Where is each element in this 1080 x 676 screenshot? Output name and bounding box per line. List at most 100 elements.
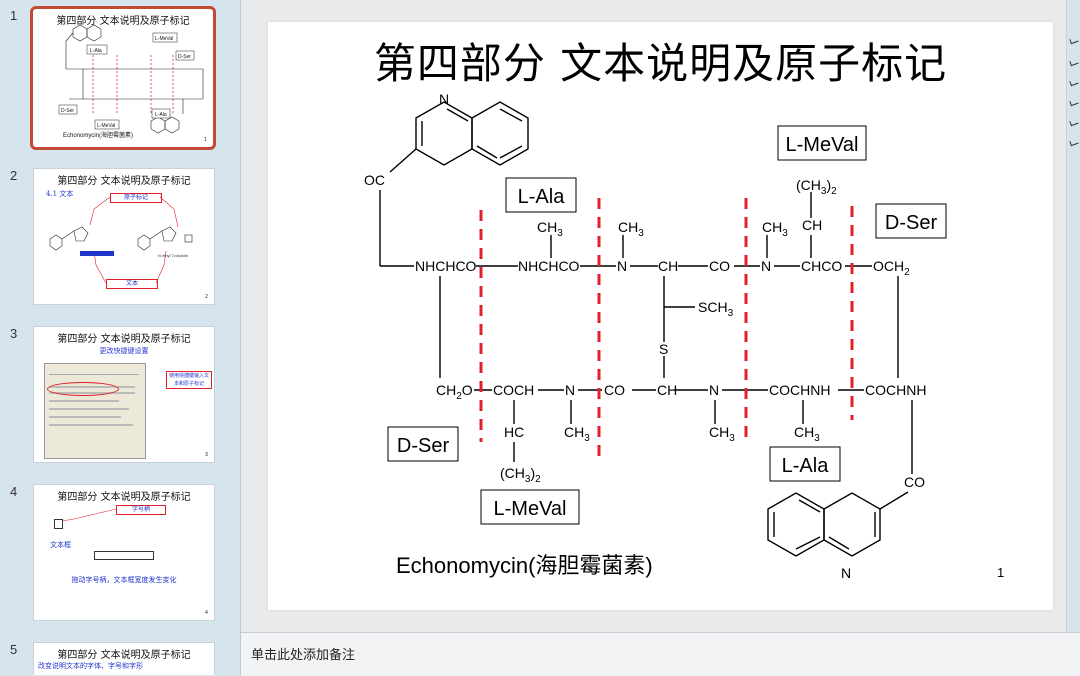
thumbnail-number: 4 [10, 484, 18, 499]
atom-s: S [659, 341, 668, 357]
slide-thumbnail-5[interactable]: 第四部分 文本说明及原子标记 改变说明文本的字体、字号和字形 [33, 642, 215, 675]
slide-thumbnail-3[interactable]: 第四部分 文本说明及原子标记 更改快捷键设置 使用快捷键输入文本和原子标记 3 [33, 326, 215, 463]
slide-canvas[interactable]: 第四部分 文本说明及原子标记 [268, 22, 1053, 610]
thumbnail-page-number: 4 [204, 610, 208, 616]
slide-thumbnail-4[interactable]: 第四部分 文本说明及原子标记 字号柄 文本框 拖动字号柄，文本框宽度发生变化 4 [33, 484, 215, 621]
atom-n-3: N [565, 382, 575, 398]
thumbnail-title: 第四部分 文本说明及原子标记 [57, 334, 191, 345]
thumb-label-l-ala-bottom: L-Ala [155, 112, 167, 118]
atom-ch3-2-top: (CH3)2 [796, 177, 837, 197]
thumbnail-lines [61, 508, 117, 522]
atom-hc: HC [504, 424, 524, 440]
label-l-ala-bottom: L-Ala [782, 455, 830, 477]
thumbnail-subtitle: 改变说明文本的字体、字号和字形 [38, 662, 143, 670]
quinoline-bottom-ring-a [767, 492, 825, 557]
slide-page-number: 1 [997, 565, 1004, 580]
atom-och2: OCH2 [873, 258, 910, 278]
slide-editor[interactable]: 第四部分 文本说明及原子标记 [241, 0, 1080, 632]
thumbnail-textbox-label: 文本框 [50, 541, 71, 549]
slide-title[interactable]: 第四部分 文本说明及原子标记 [373, 39, 948, 88]
thumbnail-textbox-wide [94, 551, 154, 560]
label-box-d-ser-bottom[interactable] [387, 426, 459, 462]
atom-labels: N OC NHCHCO NHCHCO N CH CO N CHCO OCH2 C… [364, 91, 926, 581]
thumbnail-title: 第四部分 文本说明及原子标记 [57, 492, 191, 503]
scroll-mark-icon [1069, 138, 1079, 147]
thumbnail-number: 3 [10, 326, 18, 341]
scroll-mark-icon [1069, 78, 1079, 87]
label-d-ser-top: D-Ser [885, 212, 938, 234]
thumbnail-title: 第四部分 文本说明及原子标记 [57, 176, 191, 187]
thumbnail-font-label: 字号柄 [116, 505, 166, 515]
atom-coch: COCH [493, 382, 534, 398]
thumbnail-title: 第四部分 文本说明及原子标记 [56, 16, 190, 27]
label-l-meval-top: L-MeVal [786, 134, 859, 156]
thumbnail-dialog [44, 363, 146, 459]
slide-thumbnail-panel: 1 第四部分 文本说明及原子标记 [0, 0, 241, 675]
scroll-mark-icon [1069, 58, 1079, 67]
label-box-l-meval-top[interactable] [777, 125, 867, 161]
scroll-mark-icon [1069, 98, 1079, 107]
thumbnail-structure: L-Ala L-MeVal D-Ser D-Ser L-MeVal L-Ala … [58, 24, 204, 139]
thumbnail-number: 5 [10, 642, 18, 657]
thumbnail-callout: 使用快捷键输入文本和原子标记 [166, 371, 212, 389]
thumbnail-page-number: 2 [204, 294, 208, 300]
residue-separators [479, 198, 854, 464]
atom-oc: OC [364, 172, 385, 188]
residue-label-boxes [387, 125, 947, 525]
quinoline-bottom-ring-b [823, 492, 881, 557]
atom-ch-isopropyl: CH [802, 217, 822, 233]
thumb-label-d-ser: D-Ser [178, 54, 191, 60]
atom-ch3-f: CH3 [794, 424, 820, 444]
thumbnail-text-label: 文本 [106, 279, 158, 289]
atom-ch-1: CH [658, 258, 678, 274]
atom-ch3-c: CH3 [762, 219, 788, 239]
label-d-ser-bottom: D-Ser [397, 435, 450, 457]
vertical-scrollbar[interactable] [1066, 0, 1080, 632]
thumbnail-number: 2 [10, 168, 18, 183]
atom-ch3-b: CH3 [618, 219, 644, 239]
atom-nhchco-2: NHCHCO [518, 258, 580, 274]
thumbnail-subtitle: 更改快捷键设置 [99, 347, 149, 355]
atom-n-bottom: N [841, 565, 851, 581]
echinomycin-structure[interactable]: L-Ala L-MeVal D-Ser D-Ser L-MeVal L-Ala … [268, 22, 1053, 610]
structure-bonds [379, 101, 913, 557]
label-box-l-ala-top[interactable] [505, 177, 577, 213]
atom-n-2: N [761, 258, 771, 274]
thumb-caption: Echonomycin(海胆霉菌素) [63, 131, 133, 139]
thumbnail-textbox-shape [54, 519, 63, 529]
thumb-label-l-meval: L-MeVal [155, 36, 173, 42]
thumb-label-d-ser-bottom: D-Ser [61, 108, 74, 114]
atom-sch3: SCH3 [698, 299, 734, 319]
label-l-meval-bottom: L-MeVal [494, 498, 567, 520]
atom-ch3-a: CH3 [537, 219, 563, 239]
label-box-d-ser-top[interactable] [875, 203, 947, 239]
atom-n-top: N [439, 91, 449, 107]
atom-cochnh-2: COCHNH [865, 382, 926, 398]
notes-placeholder[interactable]: 单击此处添加备注 [251, 648, 356, 663]
notes-pane[interactable]: 单击此处添加备注 [241, 632, 1080, 676]
thumb-label-l-meval-bottom: L-MeVal [97, 123, 115, 129]
label-box-l-ala-bottom[interactable] [769, 446, 841, 482]
scroll-mark-icon [1069, 118, 1079, 127]
atom-n-4: N [709, 382, 719, 398]
slide-thumbnail-1[interactable]: 第四部分 文本说明及原子标记 [30, 6, 216, 150]
label-box-l-meval-bottom[interactable] [480, 489, 580, 525]
atom-ch3-d: CH3 [564, 424, 590, 444]
thumbnail-title: 第四部分 文本说明及原子标记 [57, 650, 191, 661]
thumbnail-number: 1 [10, 8, 18, 23]
atom-ch3-e: CH3 [709, 424, 735, 444]
thumbnail-molecules: N ethyl 7zolylidin [49, 196, 193, 284]
atom-ch3-2-bottom: (CH3)2 [500, 465, 541, 485]
atom-cochnh-1: COCHNH [769, 382, 830, 398]
atom-n-1: N [617, 258, 627, 274]
thumbnail-subtitle: 4.1 文本 [46, 190, 74, 198]
slide-caption[interactable]: Echonomycin(海胆霉菌素) [396, 553, 653, 578]
slide-thumbnail-2[interactable]: 第四部分 文本说明及原子标记 4.1 文本 原子标记 文本 [33, 168, 215, 305]
atom-co-1: CO [709, 258, 730, 274]
atom-nhchco-1: NHCHCO [415, 258, 477, 274]
atom-ch-2: CH [657, 382, 677, 398]
thumbnail-page-number: 3 [204, 452, 208, 458]
atom-co-right: CO [904, 474, 925, 490]
atom-chco: CHCO [801, 258, 842, 274]
quinoline-top-ring-a [415, 101, 473, 166]
